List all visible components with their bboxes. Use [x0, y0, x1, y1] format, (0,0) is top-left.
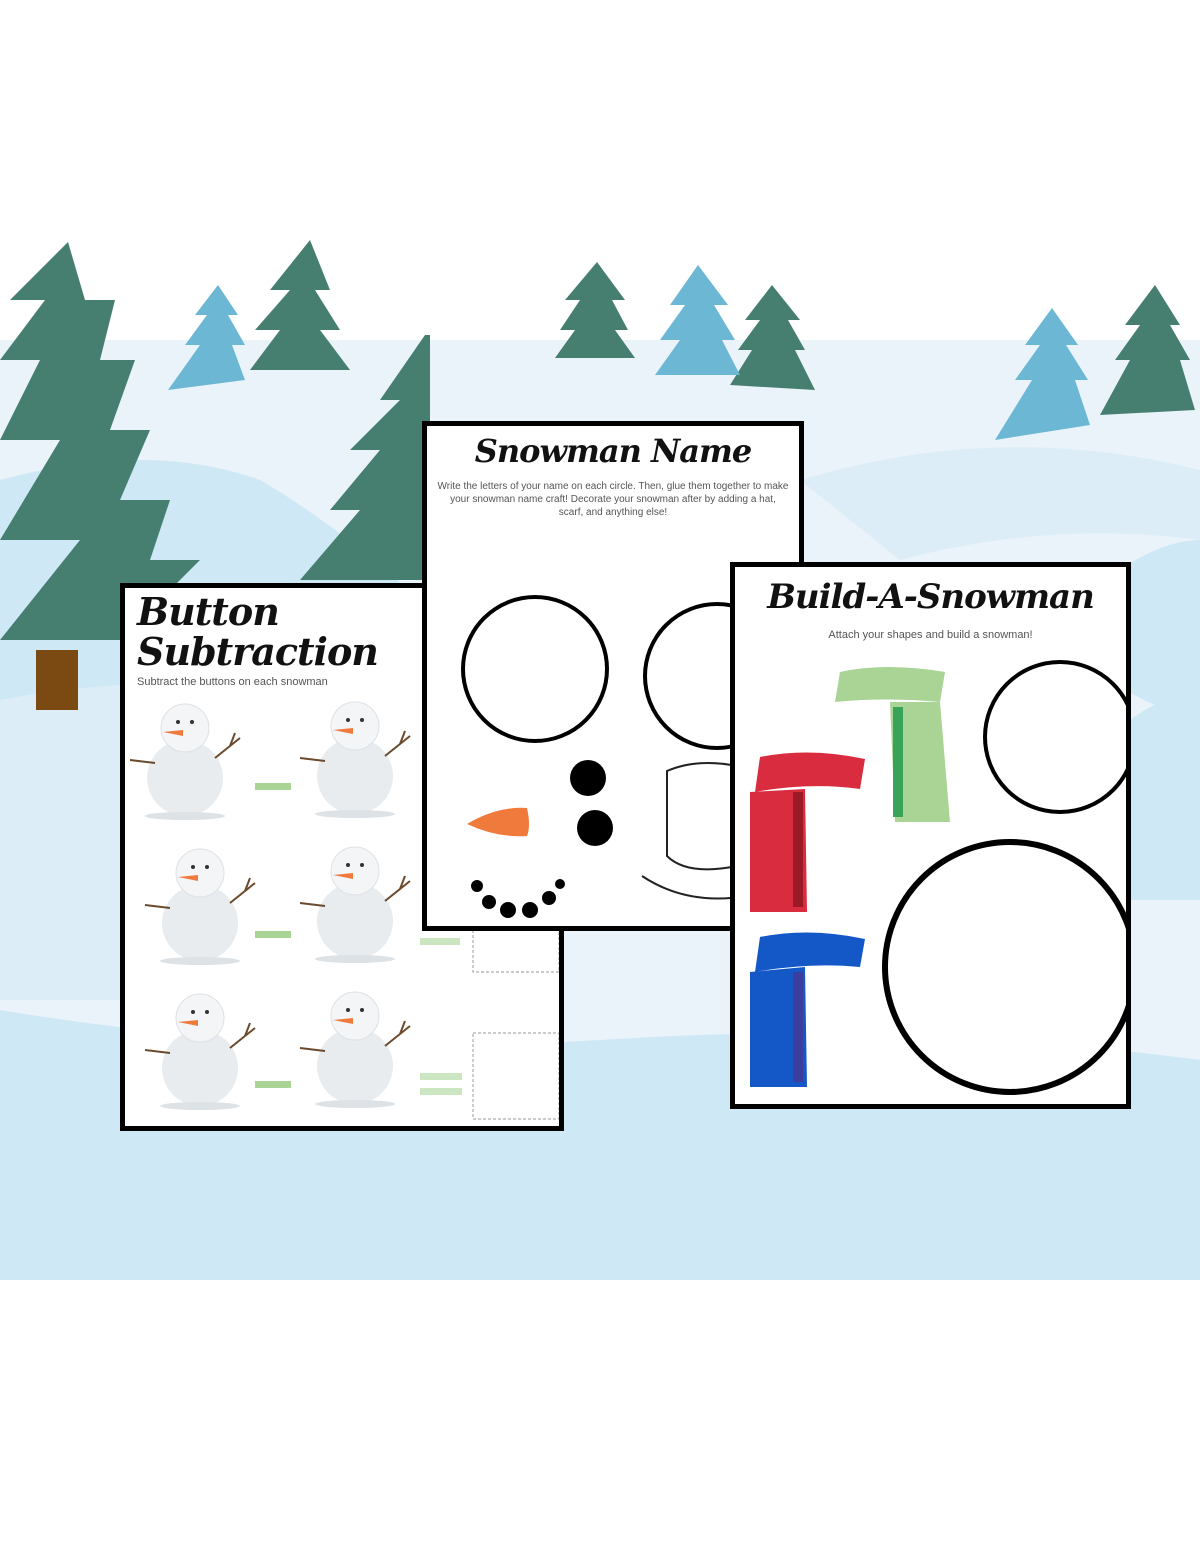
red-scarf-icon — [750, 752, 865, 912]
row-3 — [144, 991, 559, 1120]
worksheet-instructions: Write the letters of your name on each c… — [437, 481, 789, 518]
worksheet-subtitle: Attach your shapes and build a snowman! — [828, 629, 1033, 641]
green-scarf-icon — [835, 667, 950, 822]
blue-scarf-icon — [750, 932, 865, 1087]
row-1 — [129, 701, 411, 821]
worksheet-subtitle: Subtract the buttons on each snowman — [137, 676, 328, 688]
blue-pine-trees — [168, 265, 1090, 440]
build-a-snowman-worksheet: Build-A-Snowman Attach your shapes and b… — [730, 562, 1131, 1109]
worksheet-title: Button Subtraction — [137, 589, 379, 674]
worksheet-title: Build-A-Snowman — [767, 577, 1095, 617]
snowman-shapes — [750, 660, 1126, 1095]
worksheet-title: Snowman Name — [474, 432, 752, 470]
pine-trees — [0, 240, 1195, 710]
